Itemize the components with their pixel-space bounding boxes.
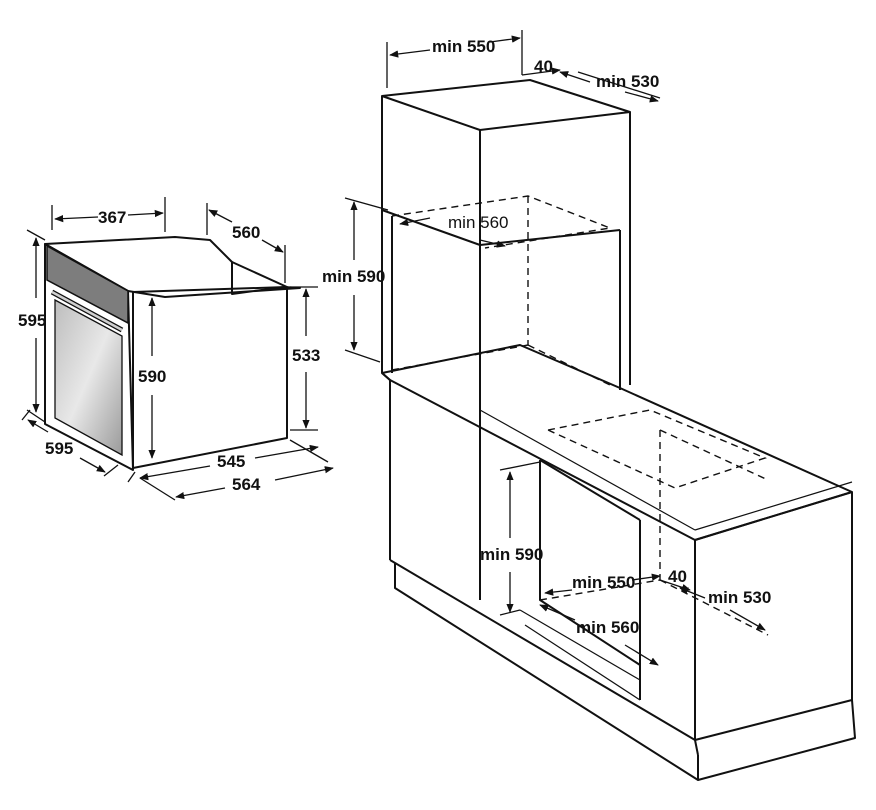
dim-top-min-530: min 530 bbox=[596, 72, 659, 91]
dim-under-min-550: min 550 bbox=[572, 573, 635, 592]
oven-dimension-lines bbox=[21, 197, 334, 501]
dim-niche-min-560: min 560 bbox=[448, 213, 508, 232]
oven-door-glass bbox=[54, 298, 123, 457]
tall-cabinet-drawing bbox=[381, 79, 856, 781]
dim-545: 545 bbox=[217, 452, 245, 471]
oven-control-panel bbox=[46, 244, 129, 325]
dim-top-40: 40 bbox=[534, 57, 553, 76]
cabinet-dimension-lines bbox=[344, 30, 766, 666]
dim-533: 533 bbox=[292, 346, 320, 365]
dim-367: 367 bbox=[98, 208, 126, 227]
dim-under-min-530: min 530 bbox=[708, 588, 771, 607]
oven-drawing bbox=[44, 236, 301, 471]
dim-595-width: 595 bbox=[45, 439, 73, 458]
dim-under-min-590: min 590 bbox=[480, 545, 543, 564]
dim-niche-min-590: min 590 bbox=[322, 267, 385, 286]
oven-side bbox=[132, 286, 288, 469]
dim-under-min-560: min 560 bbox=[576, 618, 639, 637]
dim-top-min-550: min 550 bbox=[432, 37, 495, 56]
dim-under-40: 40 bbox=[668, 567, 687, 586]
dim-564: 564 bbox=[232, 475, 261, 494]
dim-560: 560 bbox=[232, 223, 260, 242]
dim-590: 590 bbox=[138, 367, 166, 386]
dim-595-height: 595 bbox=[18, 311, 46, 330]
oven-top bbox=[44, 236, 301, 298]
